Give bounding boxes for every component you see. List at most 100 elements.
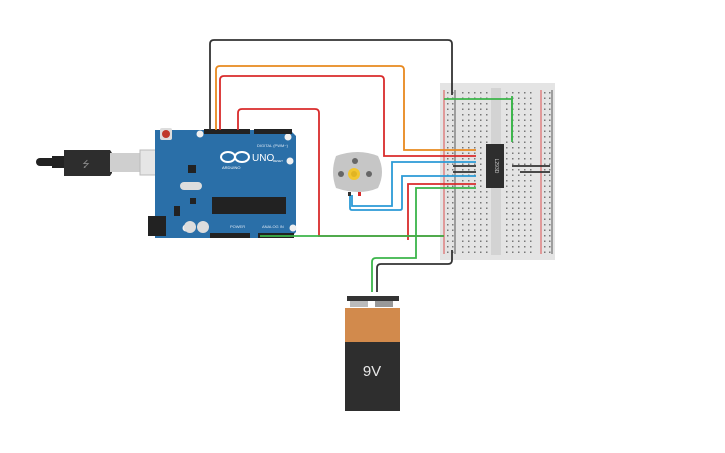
breadboard-hole[interactable] xyxy=(452,136,454,138)
breadboard-hole[interactable] xyxy=(524,147,526,149)
breadboard-hole[interactable] xyxy=(544,147,546,149)
breadboard-hole[interactable] xyxy=(530,240,532,243)
breadboard-hole[interactable] xyxy=(506,174,508,177)
breadboard-hole[interactable] xyxy=(474,224,476,226)
breadboard-hole[interactable] xyxy=(447,196,449,199)
breadboard-hole[interactable] xyxy=(468,218,470,221)
breadboard-hole[interactable] xyxy=(524,97,526,100)
breadboard-hole[interactable] xyxy=(462,191,464,193)
breadboard-hole[interactable] xyxy=(462,130,464,133)
breadboard-hole[interactable] xyxy=(518,97,520,100)
breadboard-hole[interactable] xyxy=(474,202,476,204)
breadboard-hole[interactable] xyxy=(544,246,546,248)
breadboard-hole[interactable] xyxy=(518,125,520,127)
breadboard-hole[interactable] xyxy=(524,218,526,221)
breadboard-hole[interactable] xyxy=(468,191,470,193)
breadboard-hole[interactable] xyxy=(530,202,532,204)
breadboard-hole[interactable] xyxy=(518,246,520,248)
breadboard-hole[interactable] xyxy=(549,169,551,171)
breadboard-hole[interactable] xyxy=(544,202,546,204)
breadboard-hole[interactable] xyxy=(530,224,532,226)
breadboard-hole[interactable] xyxy=(486,141,488,144)
breadboard-hole[interactable] xyxy=(447,92,449,94)
breadboard-hole[interactable] xyxy=(530,114,532,116)
breadboard-hole[interactable] xyxy=(506,158,508,160)
breadboard-hole[interactable] xyxy=(549,240,551,243)
breadboard-hole[interactable] xyxy=(452,202,454,204)
breadboard-hole[interactable] xyxy=(518,229,520,232)
breadboard-hole[interactable] xyxy=(486,196,488,199)
breadboard-hole[interactable] xyxy=(480,202,482,204)
breadboard-hole[interactable] xyxy=(474,169,476,171)
breadboard-hole[interactable] xyxy=(486,119,488,122)
breadboard-hole[interactable] xyxy=(512,218,514,221)
breadboard-hole[interactable] xyxy=(544,185,546,188)
breadboard-hole[interactable] xyxy=(474,152,476,155)
breadboard-hole[interactable] xyxy=(462,180,464,182)
breadboard-hole[interactable] xyxy=(447,114,449,116)
breadboard-hole[interactable] xyxy=(512,180,514,182)
breadboard-hole[interactable] xyxy=(447,119,449,122)
breadboard-hole[interactable] xyxy=(518,213,520,215)
breadboard-hole[interactable] xyxy=(549,246,551,248)
breadboard-hole[interactable] xyxy=(544,169,546,171)
breadboard-hole[interactable] xyxy=(462,103,464,105)
breadboard-hole[interactable] xyxy=(512,174,514,177)
breadboard-hole[interactable] xyxy=(474,136,476,138)
breadboard-hole[interactable] xyxy=(512,163,514,166)
breadboard-hole[interactable] xyxy=(462,147,464,149)
breadboard-hole[interactable] xyxy=(480,108,482,111)
breadboard-hole[interactable] xyxy=(506,191,508,193)
breadboard-hole[interactable] xyxy=(452,158,454,160)
breadboard-hole[interactable] xyxy=(486,251,488,254)
breadboard-hole[interactable] xyxy=(506,235,508,237)
breadboard-hole[interactable] xyxy=(480,246,482,248)
breadboard-hole[interactable] xyxy=(462,163,464,166)
breadboard-hole[interactable] xyxy=(518,158,520,160)
breadboard-hole[interactable] xyxy=(468,235,470,237)
breadboard-hole[interactable] xyxy=(447,251,449,254)
breadboard-hole[interactable] xyxy=(447,108,449,111)
breadboard-hole[interactable] xyxy=(549,174,551,177)
breadboard-hole[interactable] xyxy=(530,158,532,160)
breadboard-hole[interactable] xyxy=(506,218,508,221)
breadboard-hole[interactable] xyxy=(506,213,508,215)
breadboard-hole[interactable] xyxy=(468,114,470,116)
breadboard-hole[interactable] xyxy=(530,169,532,171)
breadboard-hole[interactable] xyxy=(468,169,470,171)
l293d-chip[interactable]: L293D xyxy=(486,144,504,188)
breadboard-hole[interactable] xyxy=(480,141,482,144)
digital-header-1[interactable] xyxy=(204,129,250,134)
breadboard-hole[interactable] xyxy=(480,251,482,254)
breadboard-hole[interactable] xyxy=(524,224,526,226)
breadboard-hole[interactable] xyxy=(524,185,526,188)
breadboard-hole[interactable] xyxy=(506,92,508,94)
breadboard-hole[interactable] xyxy=(549,152,551,155)
breadboard-hole[interactable] xyxy=(530,108,532,111)
breadboard-hole[interactable] xyxy=(486,246,488,248)
breadboard-hole[interactable] xyxy=(512,240,514,243)
breadboard-hole[interactable] xyxy=(518,108,520,111)
breadboard-hole[interactable] xyxy=(452,130,454,133)
breadboard-hole[interactable] xyxy=(452,125,454,127)
breadboard-hole[interactable] xyxy=(486,229,488,232)
breadboard-hole[interactable] xyxy=(486,130,488,133)
breadboard-hole[interactable] xyxy=(462,235,464,237)
breadboard-hole[interactable] xyxy=(544,213,546,215)
breadboard-hole[interactable] xyxy=(474,240,476,243)
breadboard-hole[interactable] xyxy=(518,114,520,116)
breadboard-hole[interactable] xyxy=(480,119,482,122)
breadboard-hole[interactable] xyxy=(524,92,526,94)
breadboard-hole[interactable] xyxy=(544,125,546,127)
breadboard-hole[interactable] xyxy=(474,180,476,182)
breadboard-hole[interactable] xyxy=(480,158,482,160)
breadboard-hole[interactable] xyxy=(518,196,520,199)
breadboard-hole[interactable] xyxy=(462,169,464,171)
breadboard-hole[interactable] xyxy=(506,130,508,133)
breadboard-hole[interactable] xyxy=(530,235,532,237)
breadboard-hole[interactable] xyxy=(486,224,488,226)
breadboard-hole[interactable] xyxy=(544,251,546,254)
breadboard-hole[interactable] xyxy=(549,147,551,149)
breadboard-hole[interactable] xyxy=(524,169,526,171)
breadboard-hole[interactable] xyxy=(480,152,482,155)
